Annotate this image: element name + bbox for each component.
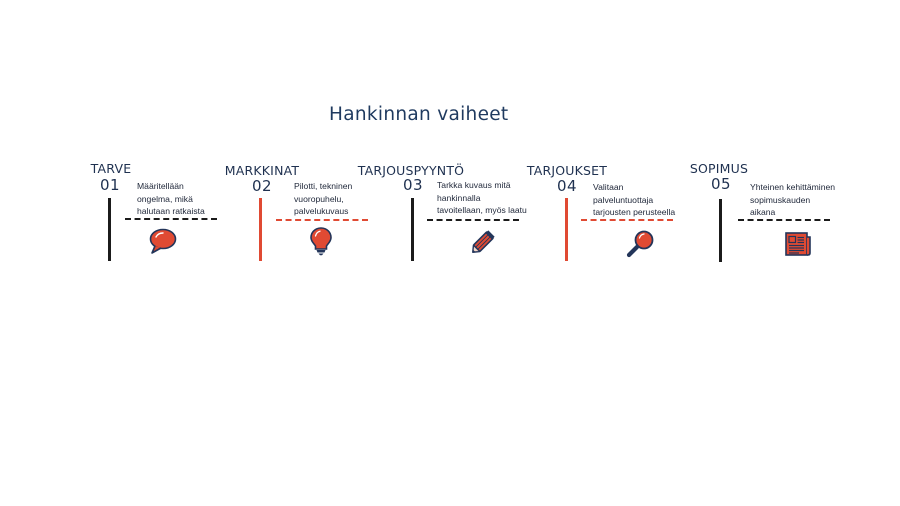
step-title: TARJOUSPYYNTÖ xyxy=(357,163,465,178)
step-description-line: Tarkka kuvaus mitä xyxy=(437,180,511,190)
step-description-line: halutaan ratkaista xyxy=(137,206,205,217)
step-number: 01 xyxy=(99,176,121,194)
step-description-line: tarjousten perusteella xyxy=(593,207,676,218)
magnifier-icon xyxy=(626,228,656,258)
step-description-line: tavoitellaan, myös laatu xyxy=(437,205,527,216)
step-title: TARVE xyxy=(90,161,132,176)
step-divider xyxy=(581,219,673,221)
step-bar xyxy=(719,199,722,262)
step-description-line: Yhteinen kehittäminen xyxy=(750,182,836,192)
step-divider xyxy=(738,219,830,221)
step-number: 04 xyxy=(556,177,578,195)
step-description-line: hankinnalla xyxy=(437,192,481,203)
step-description: Pilotti, tekninen vuoropuhelu, palveluku… xyxy=(294,180,404,218)
step-description-line: Valitaan xyxy=(593,182,624,192)
step-description-line: ongelma, mikä xyxy=(137,193,193,204)
step-title: TARJOUKSET xyxy=(526,163,608,178)
step-description-line: palvelukuvaus xyxy=(294,206,349,217)
pencil-icon xyxy=(468,227,498,257)
step-bar xyxy=(259,198,262,261)
step-number: 05 xyxy=(710,175,732,193)
step-description-line: Määritellään xyxy=(137,181,184,191)
step-description: Tarkka kuvaus mitä hankinnalla tavoitell… xyxy=(437,179,547,217)
step-divider xyxy=(276,219,368,221)
step-divider xyxy=(125,218,217,220)
newspaper-icon xyxy=(783,229,813,259)
step-bar xyxy=(108,198,111,261)
step-description-line: Pilotti, tekninen xyxy=(294,181,353,191)
step-description-line: palveluntuottaja xyxy=(593,194,654,205)
lightbulb-icon xyxy=(306,226,336,256)
step-description-line: vuoropuhelu, xyxy=(294,193,344,204)
step-description-line: aikana xyxy=(750,207,776,218)
step-title: MARKKINAT xyxy=(224,163,300,178)
step-bar xyxy=(565,198,568,261)
step-number: 03 xyxy=(402,176,424,194)
step-bar xyxy=(411,198,414,261)
step-description: Yhteinen kehittäminen sopimuskauden aika… xyxy=(750,181,860,219)
page-title: Hankinnan vaiheet xyxy=(329,104,509,125)
step-divider xyxy=(427,219,519,221)
step-description: Määritellään ongelma, mikä halutaan ratk… xyxy=(137,180,247,218)
step-description: Valitaan palveluntuottaja tarjousten per… xyxy=(593,181,703,219)
step-title: SOPIMUS xyxy=(689,161,749,176)
step-number: 02 xyxy=(251,177,273,195)
step-description-line: sopimuskauden xyxy=(750,194,811,205)
speech-bubble-icon xyxy=(148,226,178,256)
